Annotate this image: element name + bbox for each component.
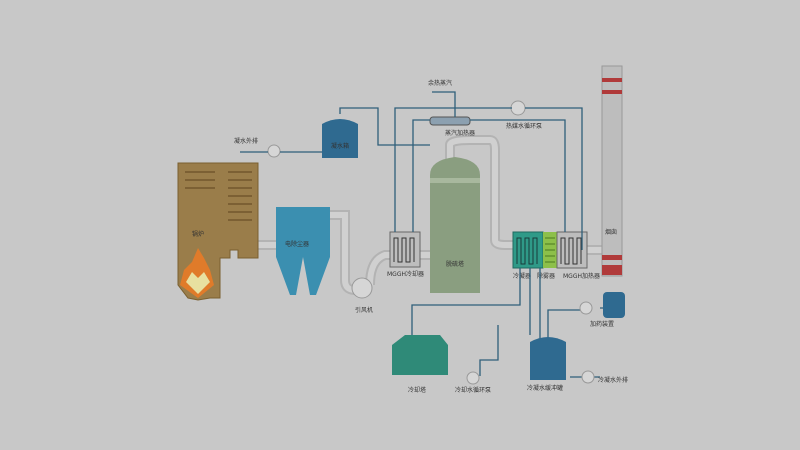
water-pipes bbox=[240, 91, 605, 378]
cooling-pump-label: 冷却水循环泵 bbox=[455, 386, 491, 394]
pump-icon bbox=[267, 144, 281, 158]
hot-water-pump-label: 热媒水循环泵 bbox=[506, 122, 542, 130]
mggh-heater-label: MGGH加热器 bbox=[563, 272, 600, 280]
pump-icon bbox=[466, 371, 480, 385]
pump-icon bbox=[510, 100, 526, 116]
dosing-device: 加药装置 bbox=[579, 292, 625, 328]
condensate-out-label: 冷凝水外排 bbox=[598, 376, 628, 384]
id-fan: 引风机 bbox=[351, 277, 373, 314]
flue-gas-duct bbox=[255, 135, 605, 295]
steam-heater-label: 蒸汽加热器 bbox=[445, 129, 475, 137]
mggh-cooler-label: MGGH冷却器 bbox=[387, 270, 424, 278]
waste-steam-label: 余热蒸汽 bbox=[428, 79, 452, 87]
condensate-tank-label: 凝水箱 bbox=[331, 142, 349, 150]
desulf-tower-label: 脱硫塔 bbox=[446, 260, 464, 268]
steam-heater: 蒸汽加热器 余热蒸汽 热媒水循环泵 bbox=[428, 79, 542, 137]
boiler-label: 锅炉 bbox=[192, 230, 204, 238]
condenser-label: 冷凝器 bbox=[513, 272, 531, 280]
desulfurization-tower: 脱硫塔 bbox=[430, 157, 480, 293]
condenser-unit: 冷凝器 除雾器 MGGH加热器 bbox=[512, 231, 600, 280]
condensate-out-top-label: 凝水外排 bbox=[234, 137, 258, 145]
chimney: 烟囱 bbox=[601, 65, 623, 277]
electrostatic-precipitator: 电除尘器 bbox=[276, 207, 330, 295]
esp-label: 电除尘器 bbox=[285, 240, 309, 248]
demister-label: 除雾器 bbox=[537, 272, 555, 280]
cooling-tower-label: 冷却塔 bbox=[408, 386, 426, 394]
condensate-tank: 凝水箱 凝水外排 bbox=[234, 119, 358, 158]
pump-icon bbox=[579, 301, 593, 315]
buffer-tank-label: 冷凝水缓冲罐 bbox=[527, 384, 563, 392]
pump-icon bbox=[581, 370, 595, 384]
mggh-cooler: MGGH冷却器 bbox=[387, 231, 424, 278]
buffer-tank: 冷凝水缓冲罐 冷凝水外排 bbox=[527, 337, 628, 392]
chimney-label: 烟囱 bbox=[605, 228, 617, 236]
cooling-tower: 冷却塔 冷却水循环泵 bbox=[392, 335, 491, 394]
dosing-label: 加药装置 bbox=[590, 320, 614, 328]
boiler: 锅炉 bbox=[177, 162, 259, 301]
id-fan-label: 引风机 bbox=[355, 306, 373, 314]
